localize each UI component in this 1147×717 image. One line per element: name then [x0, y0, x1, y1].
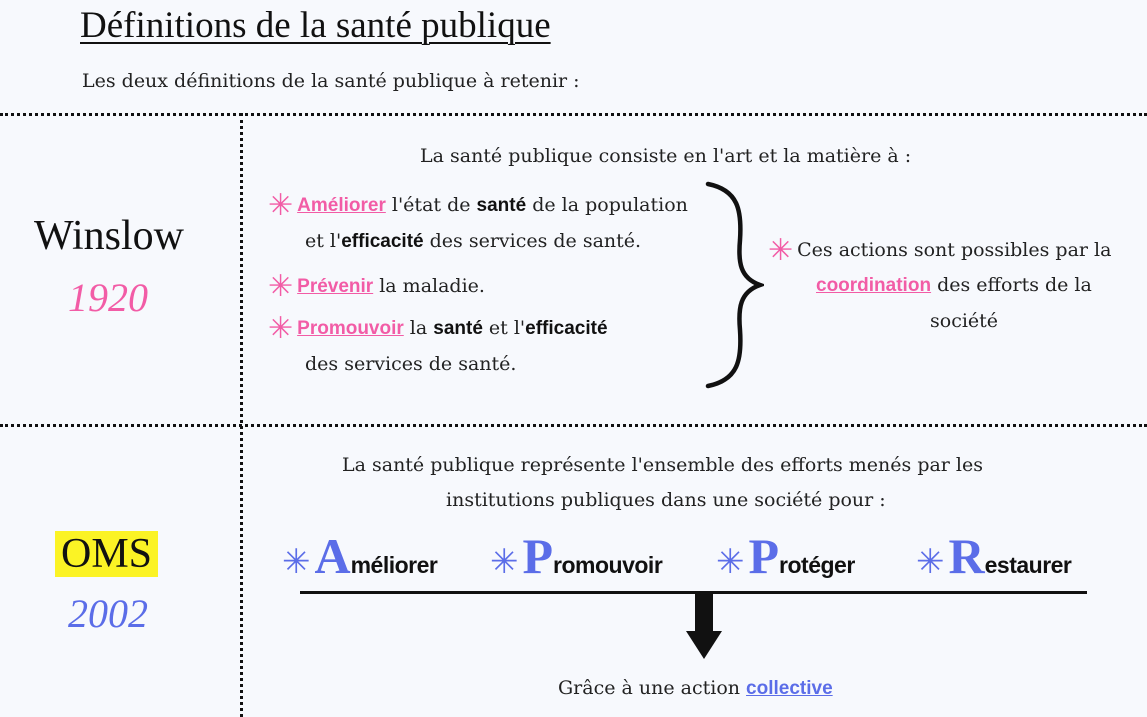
oms-year: 2002: [68, 591, 148, 636]
winslow-item-3-line-2: des services de santé.: [305, 353, 517, 375]
keyword-ameliorer: Améliorer: [297, 195, 386, 216]
star-icon: ✳: [916, 542, 945, 582]
star-icon: ✳: [268, 269, 294, 304]
oms-footer: Grâce à une action collective: [558, 677, 833, 699]
star-icon: ✳: [268, 188, 294, 223]
oms-intro-line-2: institutions publiques dans une société …: [446, 489, 886, 511]
winslow-conclusion-line-3: société: [930, 310, 999, 332]
winslow-conclusion-line-2: coordination des efforts de la: [816, 274, 1092, 296]
right-curly-brace-icon: [705, 181, 764, 389]
winslow-item-1: ✳Améliorer l'état de santé de la populat…: [268, 188, 688, 223]
table-row-divider: [0, 424, 1147, 427]
star-icon: ✳: [716, 542, 745, 582]
table-column-divider: [240, 113, 243, 717]
star-icon: ✳: [490, 542, 519, 582]
star-icon: ✳: [768, 233, 794, 268]
oms-actions-divider: [300, 591, 1087, 594]
winslow-item-1-line-2: et l'efficacité des services de santé.: [305, 230, 642, 252]
keyword-collective: collective: [746, 678, 833, 699]
page-subtitle: Les deux définitions de la santé publiqu…: [82, 70, 580, 92]
keyword-promouvoir: Promouvoir: [297, 318, 404, 339]
oms-name: OMS: [55, 530, 159, 578]
keyword-prevenir: Prévenir: [297, 276, 374, 297]
winslow-name: Winslow: [34, 213, 184, 259]
page-title: Définitions de la santé publique: [80, 5, 551, 46]
winslow-item-3: ✳Promouvoir la santé et l'efficacité: [268, 311, 608, 346]
oms-name-highlight: OMS: [55, 531, 159, 577]
winslow-conclusion-line-1: ✳Ces actions sont possibles par la: [768, 233, 1112, 268]
winslow-year: 1920: [68, 275, 148, 320]
keyword-coordination: coordination: [816, 275, 932, 296]
star-icon: ✳: [282, 542, 311, 582]
oms-intro-line-1: La santé publique représente l'ensemble …: [342, 454, 983, 476]
winslow-item-2: ✳Prévenir la maladie.: [268, 269, 485, 304]
winslow-intro: La santé publique consiste en l'art et l…: [420, 145, 912, 167]
down-arrow-icon: [686, 593, 722, 659]
table-top-border: [0, 113, 1147, 116]
star-icon: ✳: [268, 311, 294, 346]
